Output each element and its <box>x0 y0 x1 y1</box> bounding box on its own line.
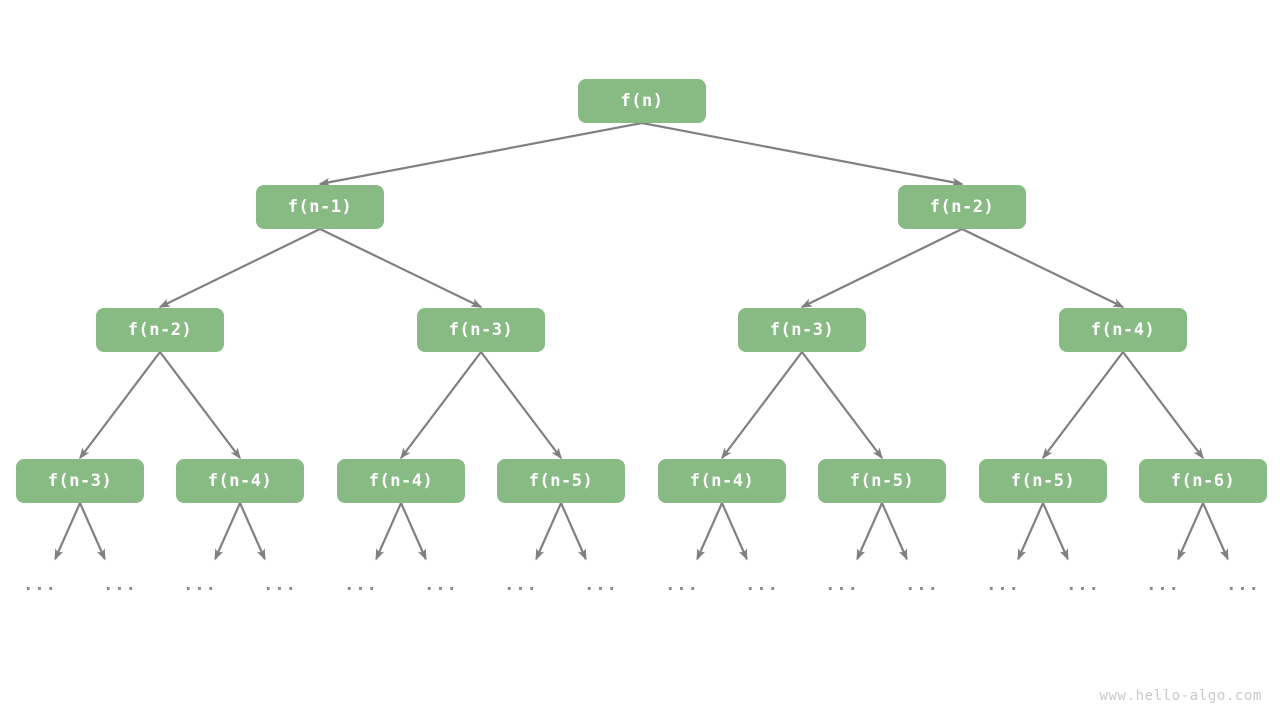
ellipsis-marker: ... <box>665 575 699 595</box>
tree-node[interactable]: f(n-2) <box>898 185 1026 229</box>
ellipsis-marker: ... <box>23 575 57 595</box>
tree-node[interactable]: f(n-6) <box>1139 459 1267 503</box>
tree-edge <box>318 121 643 187</box>
tree-node[interactable]: f(n-2) <box>96 308 224 352</box>
ellipsis-marker: ... <box>986 575 1020 595</box>
tree-edge <box>158 228 321 308</box>
tree-edge <box>375 502 403 561</box>
tree-edge <box>535 502 563 561</box>
ellipsis-marker: ... <box>504 575 538 595</box>
tree-node-label: f(n-3) <box>769 320 835 340</box>
tree-edge <box>720 502 748 561</box>
tree-node-label: f(n-4) <box>689 471 755 491</box>
tree-edge <box>78 502 106 561</box>
tree-edge <box>1122 351 1204 460</box>
tree-node[interactable]: f(n-1) <box>256 185 384 229</box>
tree-edge <box>480 351 562 460</box>
tree-edge <box>1017 502 1045 561</box>
ellipsis-marker: ... <box>344 575 378 595</box>
tree-edge <box>1201 502 1229 561</box>
tree-node-label: f(n-2) <box>127 320 193 340</box>
tree-node-label: f(n-3) <box>448 320 514 340</box>
ellipsis-marker: ... <box>1146 575 1180 595</box>
tree-node[interactable]: f(n-5) <box>818 459 946 503</box>
ellipsis-marker: ... <box>183 575 217 595</box>
tree-edge <box>696 502 724 561</box>
tree-edge <box>961 228 1125 308</box>
tree-edge <box>641 121 964 187</box>
tree-node[interactable]: f(n) <box>578 79 706 123</box>
tree-edge <box>1041 502 1069 561</box>
ellipsis-marker: ... <box>263 575 297 595</box>
tree-edge <box>238 502 266 561</box>
tree-node[interactable]: f(n-4) <box>658 459 786 503</box>
tree-node[interactable]: f(n-3) <box>16 459 144 503</box>
tree-node[interactable]: f(n-4) <box>337 459 465 503</box>
tree-edge <box>319 228 483 308</box>
ellipsis-marker: ... <box>1226 575 1260 595</box>
tree-node-label: f(n-5) <box>1010 471 1076 491</box>
tree-node-label: f(n-4) <box>1090 320 1156 340</box>
tree-node[interactable]: f(n-4) <box>1059 308 1187 352</box>
tree-edge <box>1177 502 1205 561</box>
tree-node[interactable]: f(n-5) <box>497 459 625 503</box>
tree-edge <box>399 502 427 561</box>
tree-node-label: f(n-4) <box>368 471 434 491</box>
tree-edge <box>801 351 883 460</box>
ellipsis-marker: ... <box>745 575 779 595</box>
tree-node-label: f(n) <box>620 91 664 111</box>
tree-node-label: f(n-3) <box>47 471 113 491</box>
ellipsis-marker: ... <box>584 575 618 595</box>
tree-node[interactable]: f(n-3) <box>738 308 866 352</box>
ellipsis-marker: ... <box>905 575 939 595</box>
tree-node[interactable]: f(n-5) <box>979 459 1107 503</box>
tree-edge <box>400 351 482 460</box>
tree-node-label: f(n-5) <box>849 471 915 491</box>
tree-node-label: f(n-1) <box>287 197 353 217</box>
ellipsis-marker: ... <box>1066 575 1100 595</box>
tree-node-label: f(n-6) <box>1170 471 1236 491</box>
tree-node-label: f(n-4) <box>207 471 273 491</box>
watermark: www.hello-algo.com <box>1099 688 1262 704</box>
tree-edge <box>214 502 242 561</box>
tree-edge <box>721 351 803 460</box>
tree-edge <box>1042 351 1124 460</box>
tree-node-label: f(n-2) <box>929 197 995 217</box>
tree-node[interactable]: f(n-4) <box>176 459 304 503</box>
tree-node-label: f(n-5) <box>528 471 594 491</box>
tree-edge <box>54 502 82 561</box>
tree-node[interactable]: f(n-3) <box>417 308 545 352</box>
tree-edge <box>559 502 587 561</box>
tree-edge <box>800 228 963 308</box>
ellipsis-marker: ... <box>103 575 137 595</box>
ellipsis-marker: ... <box>825 575 859 595</box>
ellipsis-marker: ... <box>424 575 458 595</box>
tree-edge <box>856 502 884 561</box>
tree-edge <box>880 502 908 561</box>
tree-edge <box>159 351 241 460</box>
tree-edge <box>79 351 161 460</box>
